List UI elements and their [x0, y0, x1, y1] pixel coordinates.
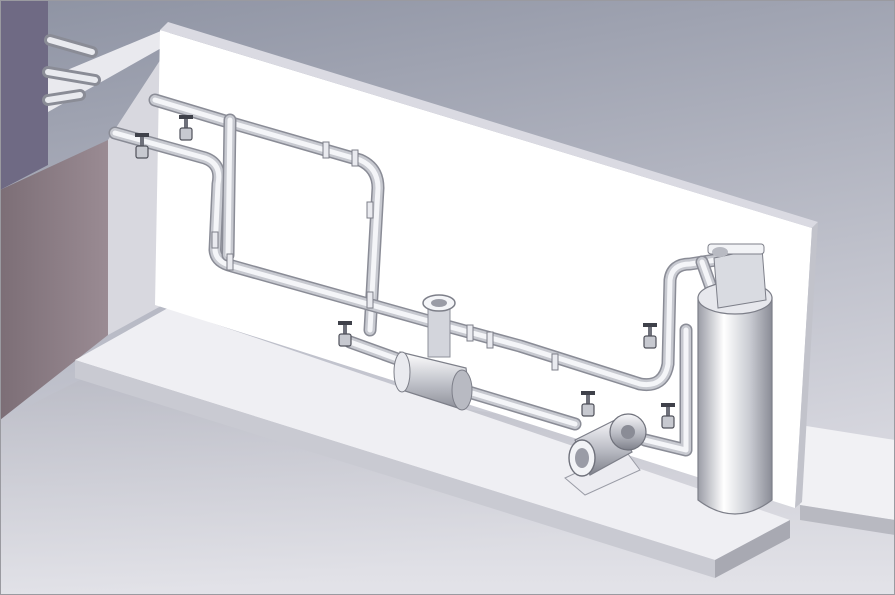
valve: [179, 115, 193, 141]
pipe-network: [108, 93, 723, 457]
valve: [643, 323, 657, 349]
valve-stem: [343, 324, 347, 336]
base-plinth-side: [715, 520, 790, 578]
valve-handle: [643, 323, 657, 327]
pipe-coupling: [351, 149, 359, 167]
base-plinth-front: [75, 360, 715, 578]
background-pipes: [42, 34, 101, 106]
valve-handle: [179, 115, 193, 119]
valve-body: [643, 335, 657, 349]
valve-handle: [135, 133, 149, 137]
valve: [338, 321, 352, 347]
valve-stem: [666, 406, 670, 418]
tank-top-fitting: [713, 247, 767, 309]
valve-body: [179, 127, 193, 141]
valve-stem: [586, 394, 590, 406]
valve-body: [135, 145, 149, 159]
pipe-highlight: [459, 387, 578, 427]
valve-handle: [661, 403, 675, 407]
left-wall-top: [0, 0, 48, 190]
valve-handle: [581, 391, 595, 395]
pipe-coupling: [486, 331, 494, 349]
backboard-right-edge: [795, 222, 818, 508]
valve: [135, 133, 149, 159]
valve-body: [338, 333, 352, 347]
pipe-coupling: [466, 324, 474, 342]
valve-body: [661, 415, 675, 429]
pipe-coupling: [551, 353, 559, 371]
valve-group: [135, 115, 675, 429]
inline-chamber: [393, 294, 473, 411]
left-wall: [0, 140, 108, 420]
backboard-top-edge: [160, 22, 818, 228]
valve-stem: [140, 136, 144, 148]
pipe-highlight: [112, 130, 719, 388]
pipe-highlight: [642, 327, 689, 453]
pipe-highlight: [225, 117, 233, 258]
pipe-coupling: [366, 291, 374, 309]
pipe-coupling: [322, 141, 330, 159]
base-plinth-top: [75, 308, 790, 560]
vertical-tank: [697, 243, 773, 515]
valve-body: [581, 403, 595, 417]
pipe-highlight: [152, 97, 381, 333]
valve: [581, 391, 595, 417]
valve: [661, 403, 675, 429]
right-step-top: [800, 425, 895, 520]
valve-stem: [648, 326, 652, 338]
centrifugal-pump: [564, 413, 647, 496]
pipe-highlight: [699, 259, 715, 293]
valve-stem: [184, 118, 188, 130]
pipe-coupling: [366, 201, 374, 219]
pipe-highlight: [347, 339, 403, 363]
right-step-side: [800, 505, 895, 535]
pipe-coupling: [226, 253, 234, 271]
valve-handle: [338, 321, 352, 325]
pipe-coupling: [211, 231, 219, 249]
